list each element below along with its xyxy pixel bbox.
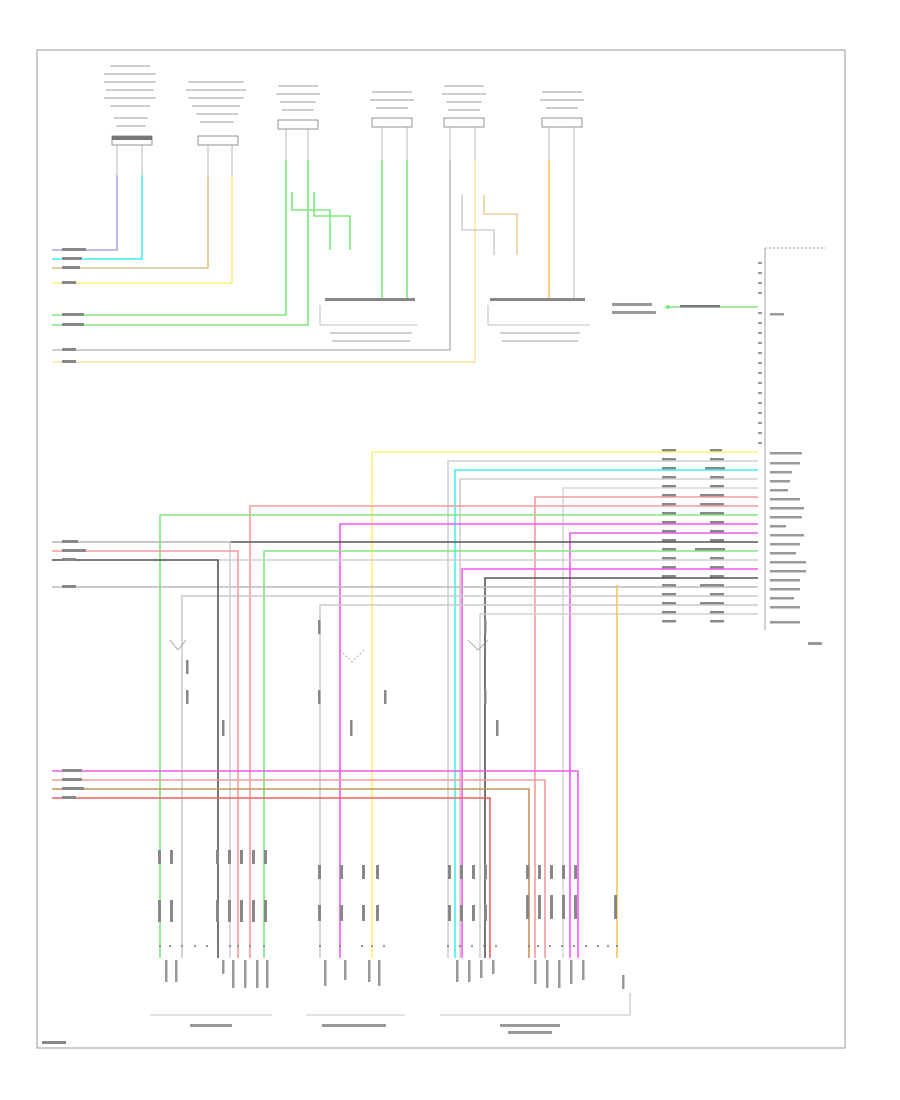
low-wire-red (52, 797, 491, 958)
bottom-pin-function-labels (165, 960, 625, 989)
left-pin-labels-top (62, 248, 86, 363)
wire-lightyellow-top (52, 160, 476, 363)
mid-wire-gray-h (479, 613, 758, 958)
mid-wire-cyan (454, 469, 758, 958)
middle-wire-labels (662, 449, 725, 623)
mid-wire-green-a (159, 514, 758, 958)
mid-wire-pink-b (249, 505, 758, 958)
inline-splice-markers (169, 639, 489, 663)
wire-gray-top (52, 160, 451, 351)
low-wire-magenta (52, 770, 579, 958)
left-wire-white (52, 541, 231, 958)
top-speaker-3 (277, 119, 319, 160)
footer-id (42, 1041, 66, 1044)
mid-wire-magenta-a (339, 523, 758, 958)
inline-label-marks (186, 620, 499, 736)
top-speaker-1 (111, 135, 153, 175)
left-wire-dark (52, 559, 219, 958)
speaker-title-marks (104, 65, 584, 127)
mid-wire-gray-f (181, 595, 758, 958)
wire-gray-2 (461, 195, 495, 255)
top-speaker-6 (541, 117, 583, 160)
bottom-module-1 (150, 1014, 272, 1027)
top-speaker-2 (197, 135, 239, 175)
bottom-pin-row (159, 945, 618, 947)
mid-wire-dark-b (484, 577, 758, 958)
mid-wire-magenta-c (461, 568, 758, 958)
wire-green-2 (52, 160, 309, 326)
top-speaker-4 (371, 117, 413, 160)
left-wire-pink (52, 550, 239, 958)
wire-green-1 (52, 160, 287, 316)
top-splice-connectors (319, 298, 590, 342)
wire-tan (52, 175, 209, 269)
top-speaker-5 (443, 117, 485, 160)
wire-green-4 (313, 192, 351, 250)
mid-wire-gray-g (319, 604, 758, 958)
wire-tan-2 (483, 195, 518, 255)
bottom-module-3 (440, 993, 631, 1034)
mid-wire-green-b (263, 550, 758, 958)
mid-wire-magenta-b (569, 532, 758, 958)
mid-wire-pink-a (534, 496, 758, 958)
left-pin-labels-low (62, 769, 84, 799)
mid-wire-gray-c (562, 487, 758, 958)
left-pin-labels-mid (62, 540, 86, 588)
bottom-module-2 (306, 1014, 405, 1027)
wire-yellow (52, 175, 233, 284)
low-wire-pink (52, 779, 546, 958)
wire-green-3 (291, 192, 331, 250)
bottom-connector-marks (158, 850, 617, 922)
radio-module (612, 247, 826, 645)
mid-wire-gray-a (447, 460, 758, 958)
